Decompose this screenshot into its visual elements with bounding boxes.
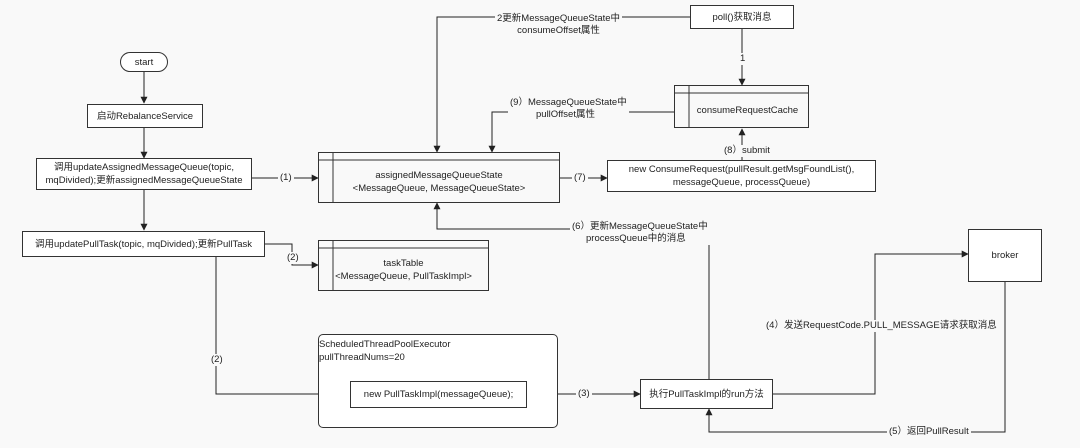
task-table-line1: taskTable [383,257,424,269]
executor-line2: pullThreadNums=20 [319,352,405,363]
edge-label-4: (4）发送RequestCode.PULL_MESSAGE请求获取消息 [764,320,999,332]
new-pull-task-node: new PullTaskImpl(messageQueue); [350,381,527,408]
assigned-state-table: assignedMessageQueueState <MessageQueue,… [318,152,560,203]
consume-cache-table: consumeRequestCache [674,85,809,128]
run-method-label: 执行PullTaskImpl的run方法 [649,388,764,400]
poll-node: poll()获取消息 [690,5,794,29]
edge-label-9-line1: (9）MessageQueueState中 [510,97,627,108]
edge-label-poll-2-line2: consumeOffset属性 [517,25,600,36]
edge-label-poll-1: 1 [738,53,748,65]
edge-label-9-line2: pullOffset属性 [536,109,595,120]
assigned-state-line1: assignedMessageQueueState [375,169,503,181]
edge-poll-2 [433,16,690,153]
rebalance-node: 启动RebalanceService [87,104,203,128]
edge-label-5: (5）返回PullResult [887,426,971,438]
broker-node: broker [968,229,1042,282]
edge-label-3: (3) [576,388,592,400]
update-assigned-line1: 调用updateAssignedMessageQueue(topic, [53,162,235,173]
update-pull-label: 调用updatePullTask(topic, mqDivided);更新Pul… [35,238,252,250]
edge-label-8: (8）submit [722,145,772,157]
edge-label-6-line1: (6）更新MessageQueueState中 [572,221,708,232]
consume-request-line2: messageQueue, processQueue) [672,177,811,188]
task-table-line2: <MessageQueue, PullTaskImpl> [335,270,472,282]
run-method-node: 执行PullTaskImpl的run方法 [640,379,773,409]
consume-request-node: new ConsumeRequest(pullResult.getMsgFoun… [607,160,876,192]
edge-label-2b: (2) [209,354,225,366]
edge-5 [705,282,1006,433]
edge-label-1: (1) [278,172,294,184]
consume-cache-label: consumeRequestCache [696,105,799,116]
executor-line1: ScheduledThreadPoolExecutor [319,339,451,350]
rebalance-label: 启动RebalanceService [96,110,194,122]
consume-request-line1: new ConsumeRequest(pullResult.getMsgFoun… [628,164,855,175]
edge-label-2a: (2) [285,252,301,264]
edge-2b [215,257,351,398]
update-assigned-line2: mqDivided);更新assignedMessageQueueState [45,175,243,186]
start-node: start [120,52,168,72]
broker-label: broker [991,250,1019,261]
edge-label-6: (6）更新MessageQueueState中 processQueue中的消息 [570,221,710,245]
new-pull-task-label: new PullTaskImpl(messageQueue); [363,389,514,400]
edge-label-poll-2: 2更新MessageQueueState中 consumeOffset属性 [495,13,623,37]
update-assigned-node: 调用updateAssignedMessageQueue(topic, mqDi… [36,158,252,190]
edge-label-6-line2: processQueue中的消息 [586,233,686,244]
poll-label: poll()获取消息 [712,11,772,23]
update-pull-node: 调用updatePullTask(topic, mqDivided);更新Pul… [22,231,265,257]
assigned-state-line2: <MessageQueue, MessageQueueState> [352,182,526,194]
task-table: taskTable <MessageQueue, PullTaskImpl> [318,240,489,291]
edge-label-poll-2-line1: 2更新MessageQueueState中 [497,13,621,24]
edge-label-9: (9）MessageQueueState中 pullOffset属性 [508,97,629,121]
edge-label-7: (7) [572,172,588,184]
start-label: start [134,56,154,68]
